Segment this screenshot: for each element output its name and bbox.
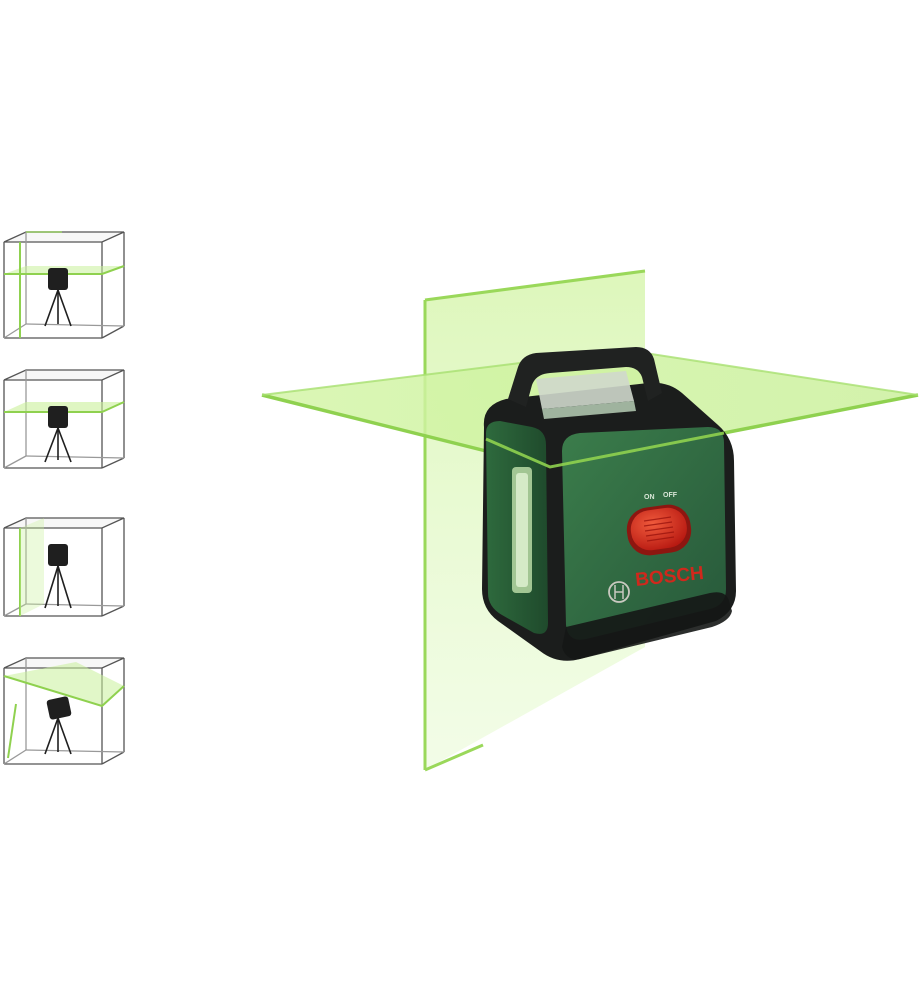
carry-handle [508, 347, 662, 407]
mode-thumb-vertical-line [0, 514, 130, 632]
mode-thumb-cross-lines [0, 228, 130, 346]
mode-thumb-horizontal-line [0, 366, 130, 484]
power-switch-button[interactable] [624, 502, 694, 558]
bosch-armature-icon [608, 581, 630, 603]
laser-window-top [536, 371, 634, 409]
laser-level-hero: ON OFF BOSCH [250, 255, 924, 785]
mode-thumb-tilted-line [0, 654, 130, 772]
switch-on-label: ON [644, 494, 655, 501]
switch-off-label: OFF [663, 492, 678, 499]
